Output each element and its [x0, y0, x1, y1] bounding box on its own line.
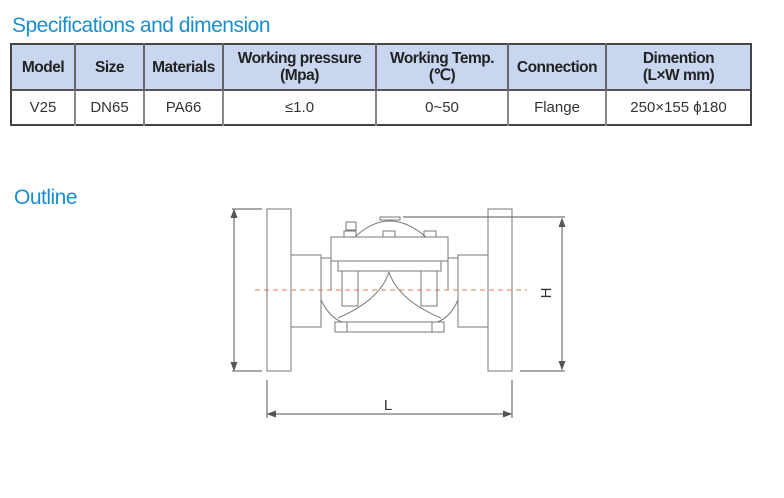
spec-title: Specifications and dimension: [12, 14, 271, 37]
cell-model: V25: [10, 89, 75, 125]
spec-table: Model Size Materials Working pressure(Mp…: [10, 43, 752, 126]
dimension-lines: [230, 208, 566, 418]
outline-title: Outline: [14, 186, 78, 209]
header-dimension: Dimention(L×W mm): [605, 44, 752, 90]
header-materials: Materials: [143, 44, 223, 90]
cell-dimension: 250×155 ϕ180: [605, 89, 752, 125]
dimension-label-l: L: [384, 397, 392, 414]
cell-size: DN65: [74, 89, 144, 125]
table-header-row: Model Size Materials Working pressure(Mp…: [10, 44, 752, 90]
header-connection: Connection: [507, 44, 606, 90]
cell-temp: 0~50: [375, 89, 508, 125]
header-pressure: Working pressure(Mpa): [222, 44, 376, 90]
cell-materials: PA66: [143, 89, 223, 125]
header-temp: Working Temp.(℃): [375, 44, 508, 90]
header-model: Model: [10, 44, 75, 90]
cell-connection: Flange: [507, 89, 606, 125]
cell-pressure: ≤1.0: [222, 89, 376, 125]
table-row: V25 DN65 PA66 ≤1.0 0~50 Flange 250×155 ϕ…: [10, 89, 752, 125]
dimension-label-h: H: [538, 288, 555, 299]
header-size: Size: [74, 44, 144, 90]
